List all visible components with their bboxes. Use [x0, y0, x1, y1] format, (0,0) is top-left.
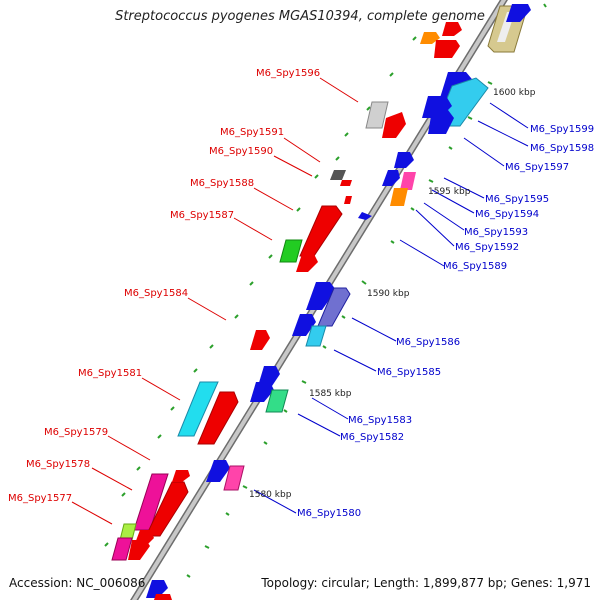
- gene-1594: [382, 170, 400, 186]
- gene-1577d: [134, 530, 154, 546]
- gene-1586c: [292, 314, 316, 336]
- gene-label: M6_Spy1598: [530, 143, 594, 154]
- gene-label: M6_Spy1595: [485, 194, 549, 205]
- gene-top-blue: [506, 4, 531, 22]
- kbp-label: 1600 kbp: [493, 88, 536, 98]
- gene-1587: [279, 239, 303, 263]
- right-gene-labels: M6_Spy1599 M6_Spy1598 M6_Spy1597 M6_Spy1…: [297, 124, 594, 519]
- gene-label: M6_Spy1593: [464, 227, 528, 238]
- gene-red-1587b: [296, 254, 318, 272]
- gene-label: M6_Spy1585: [377, 367, 441, 378]
- gene-label: M6_Spy1579: [44, 427, 108, 438]
- gene-1580b: [223, 465, 245, 491]
- gene-bottom-red: [154, 594, 172, 600]
- gene-label: M6_Spy1597: [505, 162, 569, 173]
- gene-1589: [358, 212, 372, 220]
- gene-label: M6_Spy1581: [78, 368, 142, 379]
- gene-label: M6_Spy1588: [190, 178, 254, 189]
- gene-label: M6_Spy1596: [256, 68, 320, 79]
- gene-top-red-1: [434, 40, 460, 58]
- gene-label: M6_Spy1580: [297, 508, 361, 519]
- accession-text: Accession: NC_006086: [9, 576, 146, 590]
- left-gene-labels: M6_Spy1596 M6_Spy1591 M6_Spy1590 M6_Spy1…: [8, 68, 320, 504]
- gene-bottom-blue: [146, 580, 168, 598]
- genome-summary-text: Topology: circular; Length: 1,899,877 bp…: [261, 576, 591, 590]
- gene-label: M6_Spy1586: [396, 337, 460, 348]
- left-connectors: [71, 77, 359, 525]
- gene-label: M6_Spy1584: [124, 288, 188, 299]
- gene-label: M6_Spy1590: [209, 146, 273, 157]
- map-title: Streptococcus pyogenes MGAS10394, comple…: [115, 9, 485, 24]
- gene-label: M6_Spy1589: [443, 261, 507, 272]
- gene-1582: [265, 389, 289, 413]
- gene-1593: [400, 172, 416, 190]
- gene-features: [111, 4, 531, 600]
- gene-1595: [394, 152, 414, 168]
- gene-1583b: [250, 382, 274, 402]
- kbp-label: 1590 kbp: [367, 289, 410, 299]
- kbp-label: 1595 kbp: [428, 187, 471, 197]
- gene-1577b: [111, 537, 133, 561]
- gene-1586: [306, 282, 336, 310]
- gene-label: M6_Spy1592: [455, 242, 519, 253]
- gene-label: M6_Spy1587: [170, 210, 234, 221]
- gene-red-small: [344, 196, 352, 204]
- gene-1588: [299, 205, 343, 257]
- gene-1586b: [317, 287, 351, 327]
- gene-1585: [305, 325, 327, 347]
- gene-red-1597: [382, 112, 406, 138]
- gene-1580a: [206, 460, 230, 482]
- gene-top-red-2: [442, 22, 462, 36]
- kbp-label: 1580 kbp: [249, 490, 292, 500]
- gene-label: M6_Spy1582: [340, 432, 404, 443]
- kbp-label: 1585 kbp: [309, 389, 352, 399]
- kbp-labels: 1600 kbp 1595 kbp 1590 kbp 1585 kbp 1580…: [249, 88, 536, 500]
- gene-1592: [390, 188, 408, 206]
- gene-label: M6_Spy1599: [530, 124, 594, 135]
- gene-1590: [340, 180, 352, 186]
- gene-1584: [250, 330, 270, 350]
- gene-1596: [365, 101, 389, 129]
- gene-label: M6_Spy1591: [220, 127, 284, 138]
- gene-1591: [330, 170, 346, 180]
- gene-1581: [177, 381, 219, 437]
- gene-blue-1595a: [428, 110, 454, 134]
- gene-1581b: [197, 391, 239, 445]
- gene-1583a: [258, 366, 280, 386]
- gene-label: M6_Spy1577: [8, 493, 72, 504]
- tick-marks: [104, 3, 547, 578]
- gene-label: M6_Spy1594: [475, 209, 539, 220]
- gene-label: M6_Spy1583: [348, 415, 412, 426]
- gene-red-top-1579: [172, 470, 190, 482]
- right-connectors: [253, 102, 529, 514]
- gene-top-orange: [420, 32, 440, 44]
- gene-label: M6_Spy1578: [26, 459, 90, 470]
